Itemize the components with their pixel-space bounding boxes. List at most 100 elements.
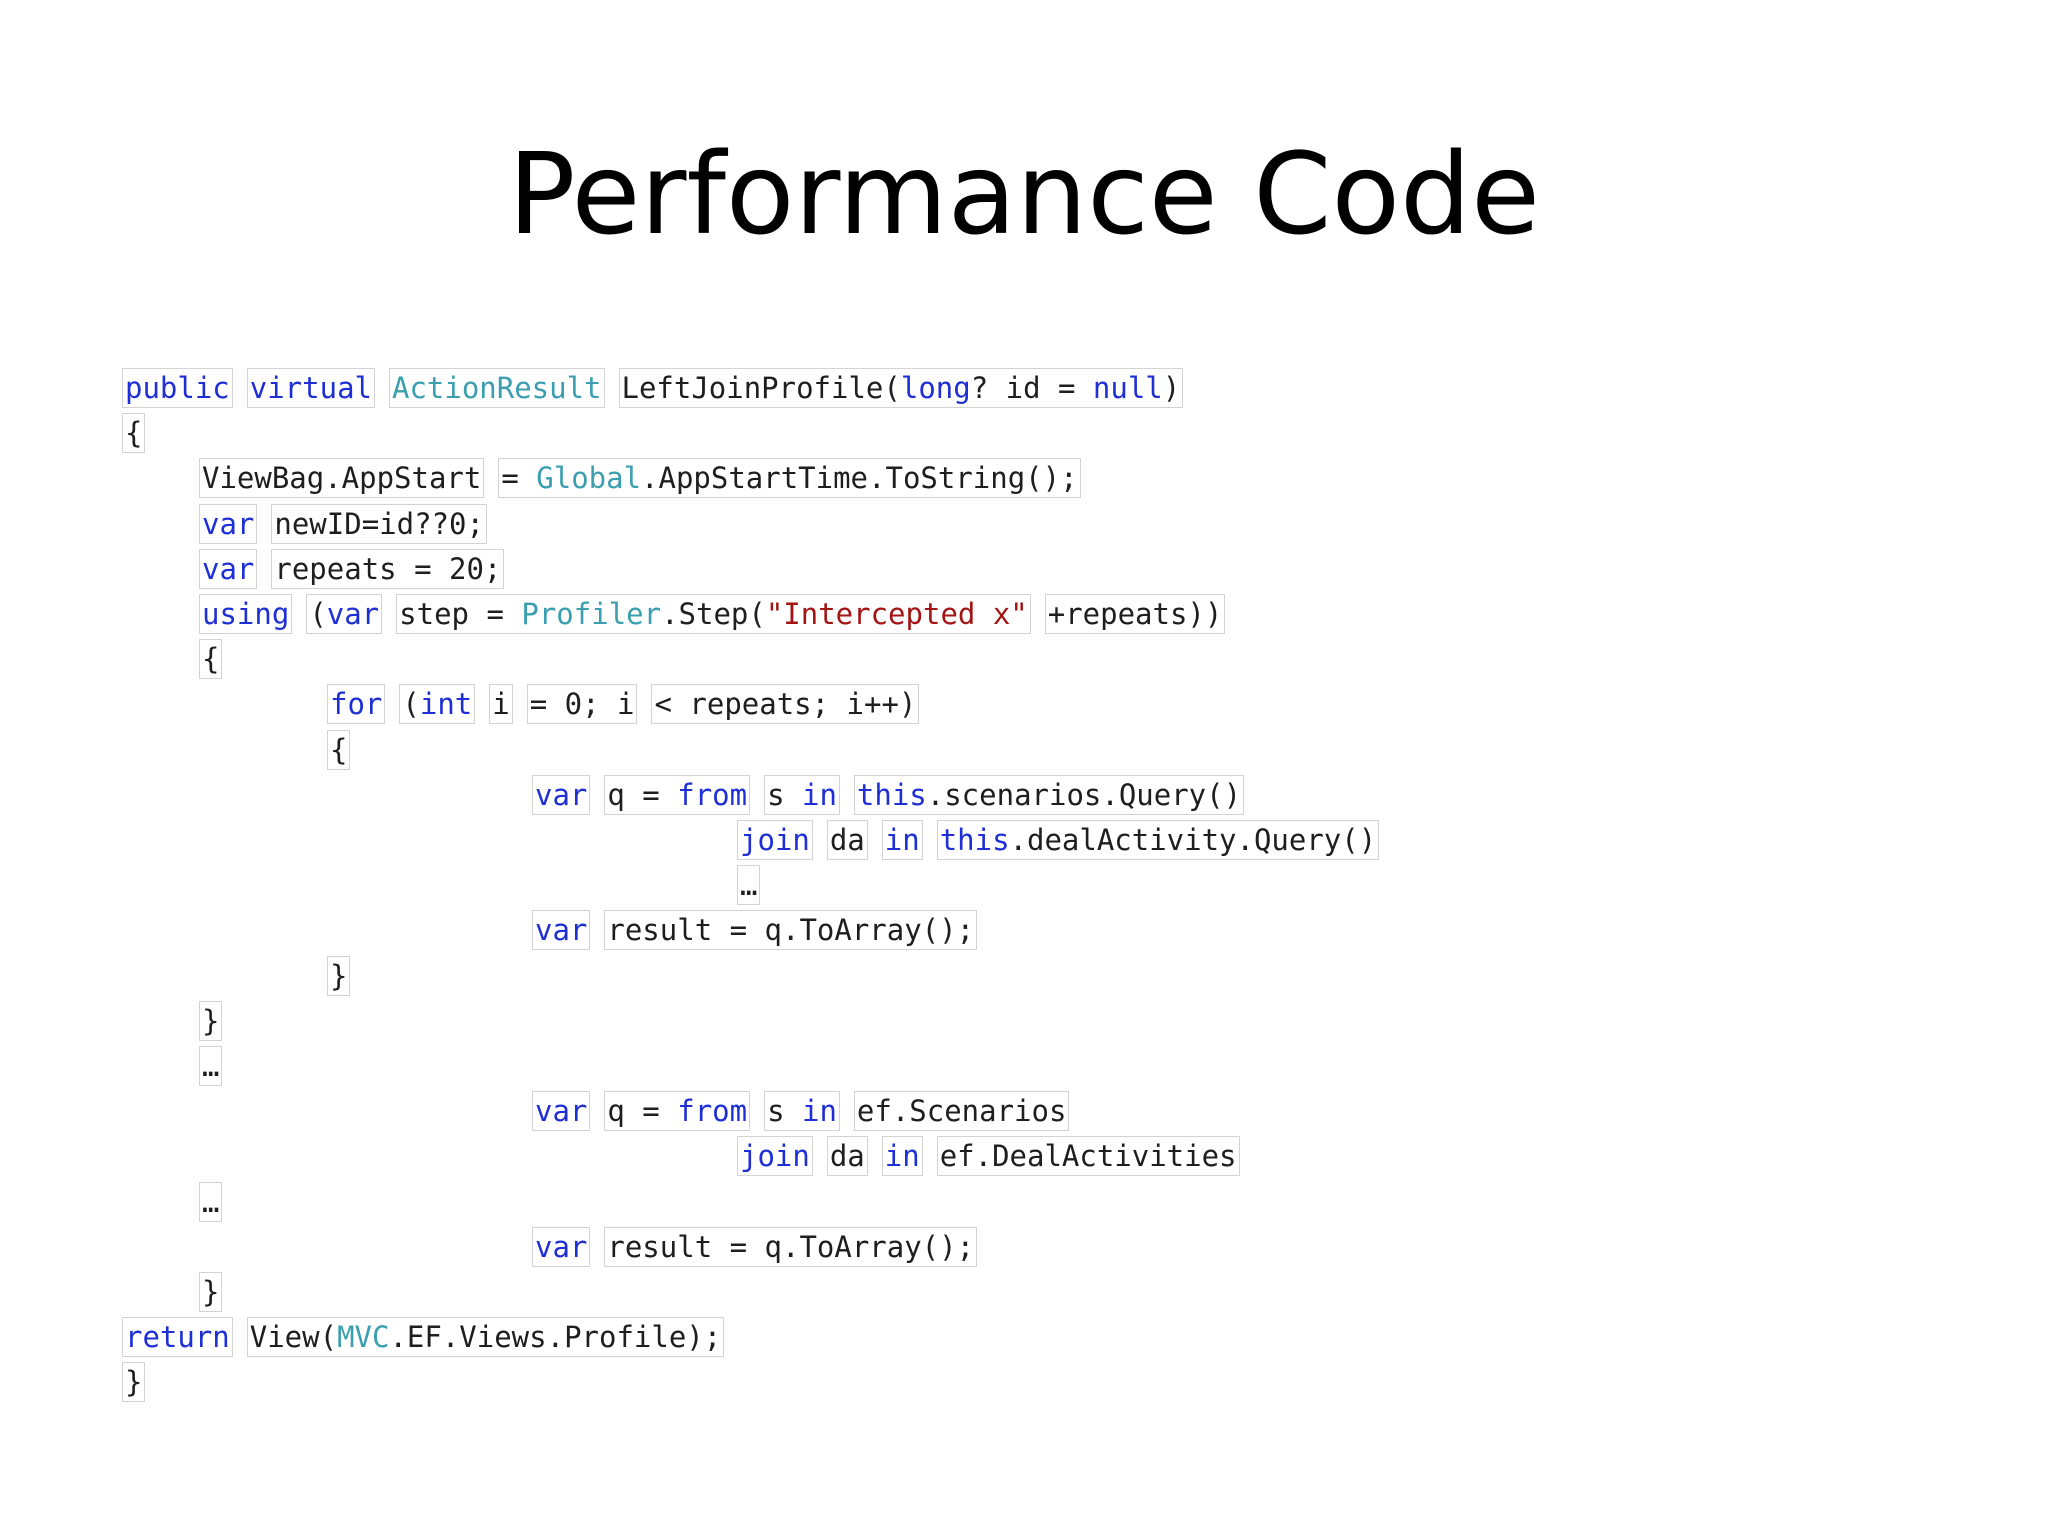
code-line: } [122, 1362, 159, 1402]
code-line: using (var step = Profiler.Step("Intercept… [199, 594, 1239, 634]
code-token: for [327, 684, 386, 724]
code-token: s in [764, 775, 840, 815]
code-token: { [199, 639, 223, 679]
code-token: da [826, 820, 868, 860]
code-token: LeftJoinProfile(long? id = null) [618, 368, 1184, 408]
code-token: … [199, 1182, 223, 1222]
code-token: (var [306, 594, 383, 634]
code-token-part: in [802, 778, 837, 812]
code-line: … [737, 865, 774, 905]
code-token-part: int [419, 687, 473, 721]
code-line: ViewBag.AppStart = Global.AppStartTime.To… [199, 458, 1095, 498]
code-token-part: from [677, 1094, 748, 1128]
code-line: } [199, 1001, 236, 1041]
code-token: ViewBag.AppStart [199, 458, 485, 498]
code-token: repeats = 20; [271, 549, 505, 589]
code-token-part: ( [402, 687, 420, 721]
code-token: in [881, 820, 923, 860]
code-token: } [199, 1001, 223, 1041]
code-token-part: s [767, 778, 802, 812]
code-token-part: long [900, 371, 971, 405]
code-token-part: s [767, 1094, 802, 1128]
code-token: q = from [604, 1091, 751, 1131]
code-token-part: .scenarios.Query() [926, 778, 1242, 812]
code-token-part: this [856, 778, 927, 812]
code-token: public [122, 368, 233, 408]
code-line: } [327, 956, 364, 996]
code-token: in [881, 1136, 923, 1176]
code-token: var [532, 1227, 591, 1267]
code-token-part: = [501, 461, 537, 495]
code-token: var [199, 549, 258, 589]
code-token-part: "Intercepted x" [765, 597, 1028, 631]
code-token: … [737, 865, 761, 905]
code-token-part: ) [1162, 371, 1181, 405]
code-token: join [737, 1136, 813, 1176]
code-token: ef.Scenarios [853, 1091, 1070, 1131]
code-line: { [199, 639, 236, 679]
code-token: ActionResult [388, 368, 605, 408]
code-token-part: .AppStartTime.ToString(); [641, 461, 1078, 495]
code-token: newID=id??0; [271, 504, 487, 544]
code-token: } [199, 1272, 223, 1312]
code-token: using [199, 594, 293, 634]
code-line: public virtual ActionResult LeftJoinProfile… [122, 368, 1197, 408]
code-token-part: ( [309, 597, 327, 631]
code-token: q = from [604, 775, 751, 815]
code-token: var [532, 910, 591, 950]
code-token-part: Global [536, 461, 642, 495]
code-token: join [737, 820, 813, 860]
code-token-part: this [939, 823, 1010, 857]
code-token: } [327, 956, 351, 996]
code-line: … [199, 1182, 236, 1222]
code-token-part: from [677, 778, 748, 812]
code-token-part: null [1092, 371, 1163, 405]
code-token-part: MVC [337, 1320, 390, 1354]
code-token: ef.DealActivities [936, 1136, 1240, 1176]
code-token: { [122, 413, 146, 453]
code-token-part: Profiler [521, 597, 662, 631]
code-token: = 0; i [526, 684, 638, 724]
code-token-part: in [802, 1094, 837, 1128]
code-token: this.scenarios.Query() [853, 775, 1245, 815]
code-token: virtual [246, 368, 375, 408]
code-token: var [199, 504, 258, 544]
code-token-part: ? id = [970, 371, 1093, 405]
code-token: return [122, 1317, 233, 1357]
code-token: View(MVC.EF.Views.Profile); [246, 1317, 725, 1357]
code-token-part: var [326, 597, 380, 631]
code-token-part: .Step( [661, 597, 766, 631]
code-token: < repeats; i++) [651, 684, 920, 724]
code-token: var [532, 775, 591, 815]
code-token: +repeats)) [1044, 594, 1226, 634]
code-line: return View(MVC.EF.Views.Profile); [122, 1317, 738, 1357]
code-token: step = Profiler.Step("Intercepted x" [396, 594, 1031, 634]
code-line: { [327, 730, 364, 770]
code-token: this.dealActivity.Query() [936, 820, 1380, 860]
code-token: { [327, 730, 351, 770]
code-token-part: step = [399, 597, 522, 631]
code-line: var newID=id??0; [199, 504, 501, 544]
code-token: result = q.ToArray(); [604, 1227, 978, 1267]
code-token: } [122, 1362, 146, 1402]
code-token: (int [399, 684, 476, 724]
code-line: var result = q.ToArray(); [532, 1227, 991, 1267]
code-line: } [199, 1272, 236, 1312]
code-token: i [489, 684, 513, 724]
code-line: var result = q.ToArray(); [532, 910, 991, 950]
code-line: { [122, 413, 159, 453]
code-line: … [199, 1046, 236, 1086]
code-line: var repeats = 20; [199, 549, 518, 589]
code-token-part: LeftJoinProfile( [621, 371, 901, 405]
code-token: s in [764, 1091, 840, 1131]
code-token-part: q = [607, 1094, 678, 1128]
code-token-part: .EF.Views.Profile); [389, 1320, 722, 1354]
code-token-part: q = [607, 778, 678, 812]
code-token: result = q.ToArray(); [604, 910, 978, 950]
code-token: da [826, 1136, 868, 1176]
